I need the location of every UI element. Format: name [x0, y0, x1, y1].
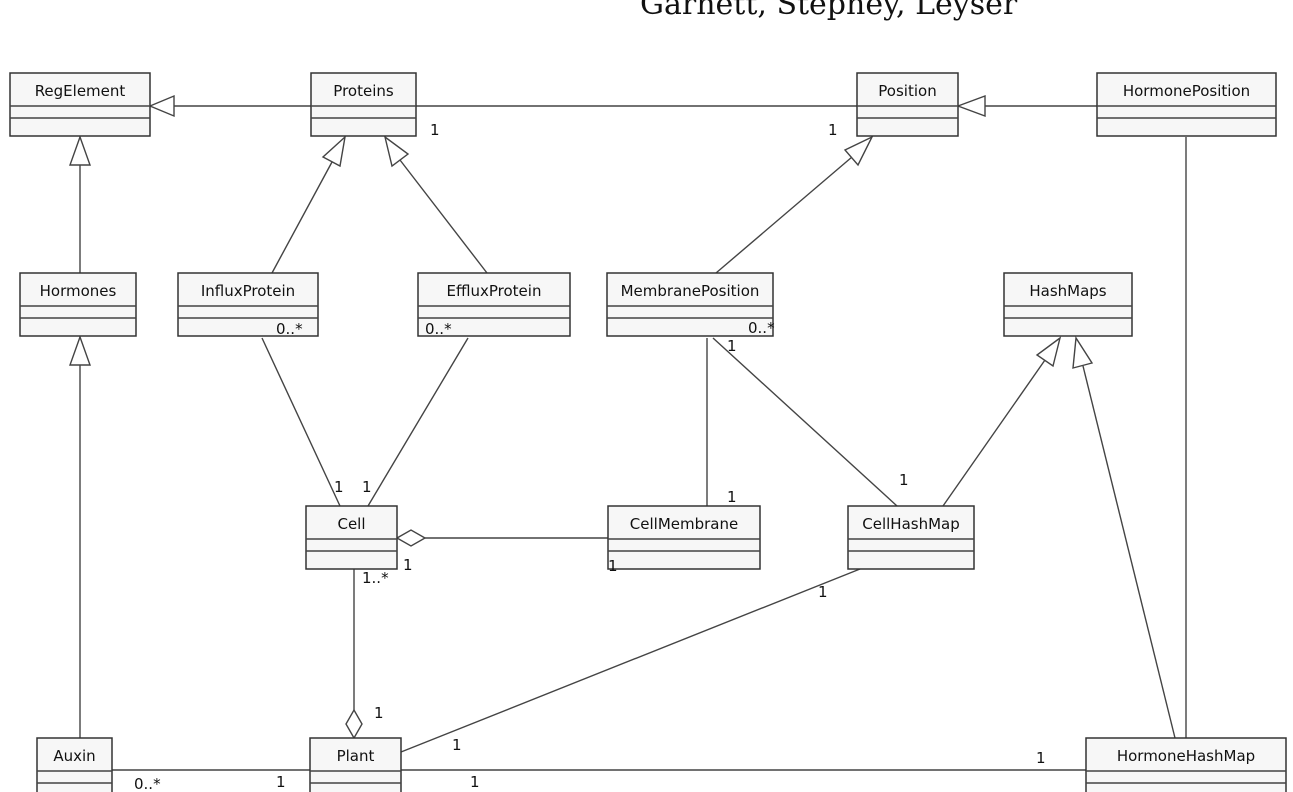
multiplicity: 1: [828, 121, 838, 139]
class-name: InfluxProtein: [201, 282, 295, 300]
class-cell[interactable]: Cell: [305, 505, 398, 570]
generalization-arrow: [69, 334, 91, 366]
multiplicity: 1: [334, 478, 344, 496]
class-hashmaps[interactable]: HashMaps: [1003, 272, 1133, 337]
class-box: [177, 272, 319, 337]
class-position[interactable]: Position: [856, 72, 959, 137]
membraneposition-position-generalization: [715, 156, 853, 274]
multiplicity: 1: [818, 583, 828, 601]
generalization-arrow: [69, 134, 91, 166]
multiplicity: 1: [362, 478, 372, 496]
multiplicity: 1: [452, 736, 462, 754]
hormonehashmap-hashmaps-generalization: [1082, 365, 1176, 739]
class-name: Proteins: [333, 82, 394, 100]
class-box: [847, 505, 975, 570]
class-name: EffluxProtein: [447, 282, 542, 300]
generalization-arrow: [383, 135, 410, 168]
multiplicity: 1: [899, 471, 909, 489]
class-auxin[interactable]: Auxin: [36, 737, 113, 792]
class-plant[interactable]: Plant: [309, 737, 402, 792]
class-influxprotein[interactable]: InfluxProtein: [177, 272, 319, 337]
aggregation-diamond: [345, 708, 363, 740]
class-hormoneposition[interactable]: HormonePosition: [1096, 72, 1277, 137]
multiplicity: 0..*: [425, 320, 452, 338]
efflux-cell-association: [367, 337, 469, 507]
class-name: Hormones: [40, 282, 117, 300]
class-box: [417, 272, 571, 337]
class-name: RegElement: [35, 82, 126, 100]
multiplicity: 1..*: [362, 569, 389, 587]
class-cellmembrane[interactable]: CellMembrane: [607, 505, 761, 570]
class-membraneposition[interactable]: MembranePosition: [606, 272, 774, 337]
multiplicities: 1 1 0..* 0..* 1 1 0..* 1 1 1 1 1 1..* 1 …: [134, 121, 1046, 792]
generalization-arrow: [148, 94, 175, 118]
class-proteins[interactable]: Proteins: [310, 72, 417, 137]
multiplicity: 0..*: [748, 319, 775, 337]
class-name: HormonePosition: [1123, 82, 1250, 100]
aggregation-diamond: [395, 529, 427, 547]
multiplicity: 1: [470, 773, 480, 791]
class-cellhashmap[interactable]: CellHashMap: [847, 505, 975, 570]
multiplicity: 1: [608, 557, 618, 575]
multiplicity: 0..*: [134, 775, 161, 792]
class-box: [305, 505, 398, 570]
class-name: CellHashMap: [862, 515, 960, 533]
cellhashmap-plant-association: [400, 568, 861, 753]
generalization-arrow: [321, 135, 347, 168]
class-box: [310, 72, 417, 137]
class-name: Plant: [337, 747, 375, 765]
multiplicity: 1: [430, 121, 440, 139]
class-regelement[interactable]: RegElement: [9, 72, 151, 137]
relationships: [69, 94, 1187, 771]
generalization-arrow: [1072, 335, 1094, 369]
class-hormones[interactable]: Hormones: [19, 272, 137, 337]
multiplicity: 1: [1036, 749, 1046, 767]
class-name: Cell: [337, 515, 365, 533]
generalization-arrow: [955, 94, 986, 118]
multiplicity: 1: [727, 337, 737, 355]
class-hormonehashmap[interactable]: HormoneHashMap: [1085, 737, 1287, 792]
influx-proteins-generalization: [271, 161, 333, 274]
class-name: CellMembrane: [630, 515, 738, 533]
class-box: [1096, 72, 1277, 137]
multiplicity: 1: [403, 556, 413, 574]
membraneposition-cellhashmap-association: [712, 337, 898, 507]
influx-cell-association: [261, 337, 341, 507]
class-box: [606, 272, 774, 337]
class-name: HashMaps: [1029, 282, 1106, 300]
class-effluxprotein[interactable]: EffluxProtein: [417, 272, 571, 337]
class-name: Auxin: [53, 747, 95, 765]
class-box: [9, 72, 151, 137]
multiplicity: 0..*: [276, 320, 303, 338]
class-box: [607, 505, 761, 570]
header-text: Garnett, Stepney, Leyser: [640, 0, 1018, 22]
class-name: HormoneHashMap: [1117, 747, 1255, 765]
generalization-arrow: [1035, 336, 1062, 368]
multiplicity: 1: [727, 488, 737, 506]
multiplicity: 1: [374, 704, 384, 722]
class-box: [1003, 272, 1133, 337]
generalization-arrow: [843, 135, 874, 167]
class-name: Position: [878, 82, 936, 100]
efflux-proteins-generalization: [399, 159, 488, 274]
class-name: MembranePosition: [621, 282, 760, 300]
multiplicity: 1: [276, 773, 286, 791]
class-box: [19, 272, 137, 337]
class-box: [856, 72, 959, 137]
cellhashmap-hashmaps-generalization: [942, 359, 1046, 507]
